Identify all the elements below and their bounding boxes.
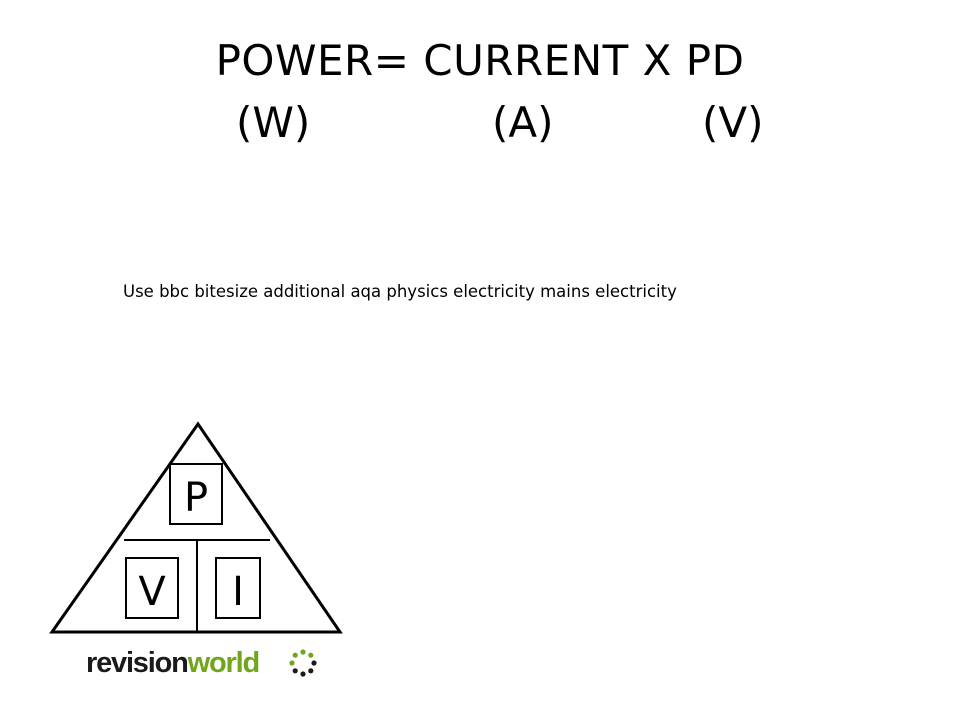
symbol-i: I	[232, 569, 244, 615]
formula-triangle: P V I	[49, 421, 343, 634]
symbol-v: V	[138, 569, 166, 615]
slide-title: POWER= CURRENT X PD	[215, 36, 745, 85]
i-box	[215, 557, 261, 619]
logo-wordmark: revisionworld	[86, 646, 261, 680]
logo-dots-icon	[289, 649, 317, 677]
bitesize-note: Use bbc bitesize additional aqa physics …	[123, 282, 677, 301]
p-box	[169, 463, 223, 525]
logo-text-world: world	[187, 647, 261, 679]
v-box	[125, 557, 179, 619]
revisionworld-logo: revisionworld	[86, 644, 326, 684]
unit-current: (A)	[492, 98, 554, 147]
symbol-p: P	[184, 475, 208, 521]
unit-power: (W)	[236, 98, 311, 147]
units-row: (W) (A) (V)	[0, 102, 960, 152]
unit-pd: (V)	[702, 98, 764, 147]
logo-text-revision: revision	[86, 647, 189, 679]
